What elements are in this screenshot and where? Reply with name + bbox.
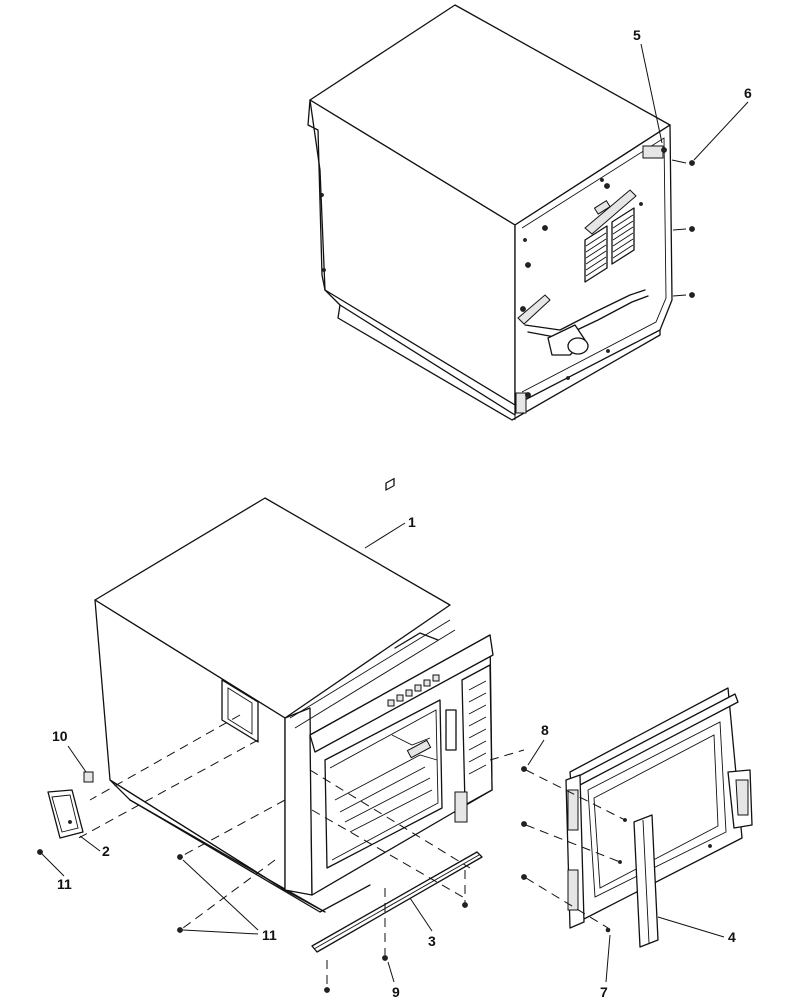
callout-2: 2 — [102, 843, 110, 859]
callout-11-right: 11 — [262, 927, 277, 943]
callout-8: 8 — [541, 722, 549, 738]
alignment-lines — [74, 714, 626, 988]
rear-view-assembly — [307, 4, 695, 421]
callout-4: 4 — [728, 929, 736, 945]
part-4-door-strip — [633, 814, 659, 948]
keypad-buttons — [385, 477, 440, 707]
part-10-clip — [83, 771, 94, 783]
callout-6: 6 — [744, 85, 752, 101]
oven-front-face — [309, 477, 494, 896]
rear-screws — [520, 147, 695, 398]
callout-10: 10 — [52, 728, 68, 744]
cabinet-wrapper — [94, 497, 456, 913]
callout-3: 3 — [428, 933, 436, 949]
door-assembly — [565, 687, 753, 929]
callout-5: 5 — [633, 27, 641, 43]
callout-1: 1 — [408, 514, 416, 530]
callout-11-left: 11 — [57, 876, 72, 892]
part-3-seal-strip — [311, 851, 483, 953]
callout-7: 7 — [600, 984, 608, 1000]
callout-9: 9 — [392, 984, 400, 1000]
part-2-cover — [47, 789, 84, 839]
